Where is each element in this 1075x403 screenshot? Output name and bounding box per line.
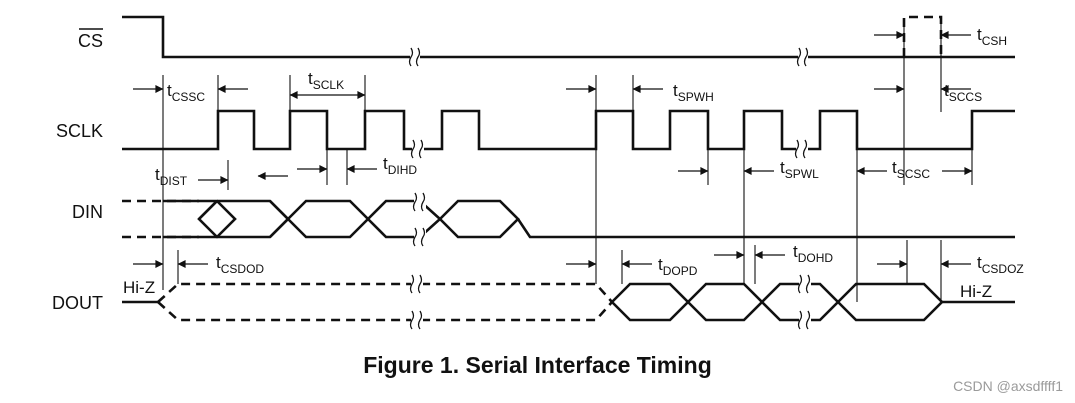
hiz-left-label: Hi-Z	[123, 278, 155, 297]
figure-caption: Figure 1. Serial Interface Timing	[363, 352, 712, 378]
watermark: CSDN @axsdffff1	[953, 378, 1063, 394]
dout-waveform	[122, 274, 1015, 330]
cs-label: CS	[78, 31, 103, 51]
din-label: DIN	[72, 202, 103, 222]
param-tdihd: tDIHD	[383, 154, 417, 177]
param-tcsdoz: tCSDOZ	[977, 253, 1024, 276]
sclk-waveform	[122, 109, 1015, 159]
reference-lines	[162, 20, 973, 302]
dout-label: DOUT	[52, 293, 103, 313]
timing-arrows	[133, 31, 973, 268]
param-tdopd: tDOPD	[658, 255, 698, 278]
param-tcsh: tCSH	[977, 25, 1007, 48]
param-tspwl: tSPWL	[780, 158, 819, 181]
param-tdist: tDIST	[155, 165, 188, 188]
param-tsclk: tSCLK	[308, 69, 344, 92]
param-tsccs: tSCCS	[944, 81, 982, 104]
hiz-right-label: Hi-Z	[960, 282, 992, 301]
param-tdohd: tDOHD	[793, 242, 833, 265]
param-tcssc: tCSSC	[167, 81, 205, 104]
din-waveform	[122, 192, 1015, 247]
sclk-label: SCLK	[56, 121, 103, 141]
timing-diagram: CS SCLK DIN DOUT	[52, 15, 1024, 330]
param-tcsdod: tCSDOD	[216, 253, 264, 276]
cs-waveform	[122, 15, 1015, 67]
param-tscsc: tSCSC	[892, 158, 930, 181]
param-tspwh: tSPWH	[673, 81, 714, 104]
